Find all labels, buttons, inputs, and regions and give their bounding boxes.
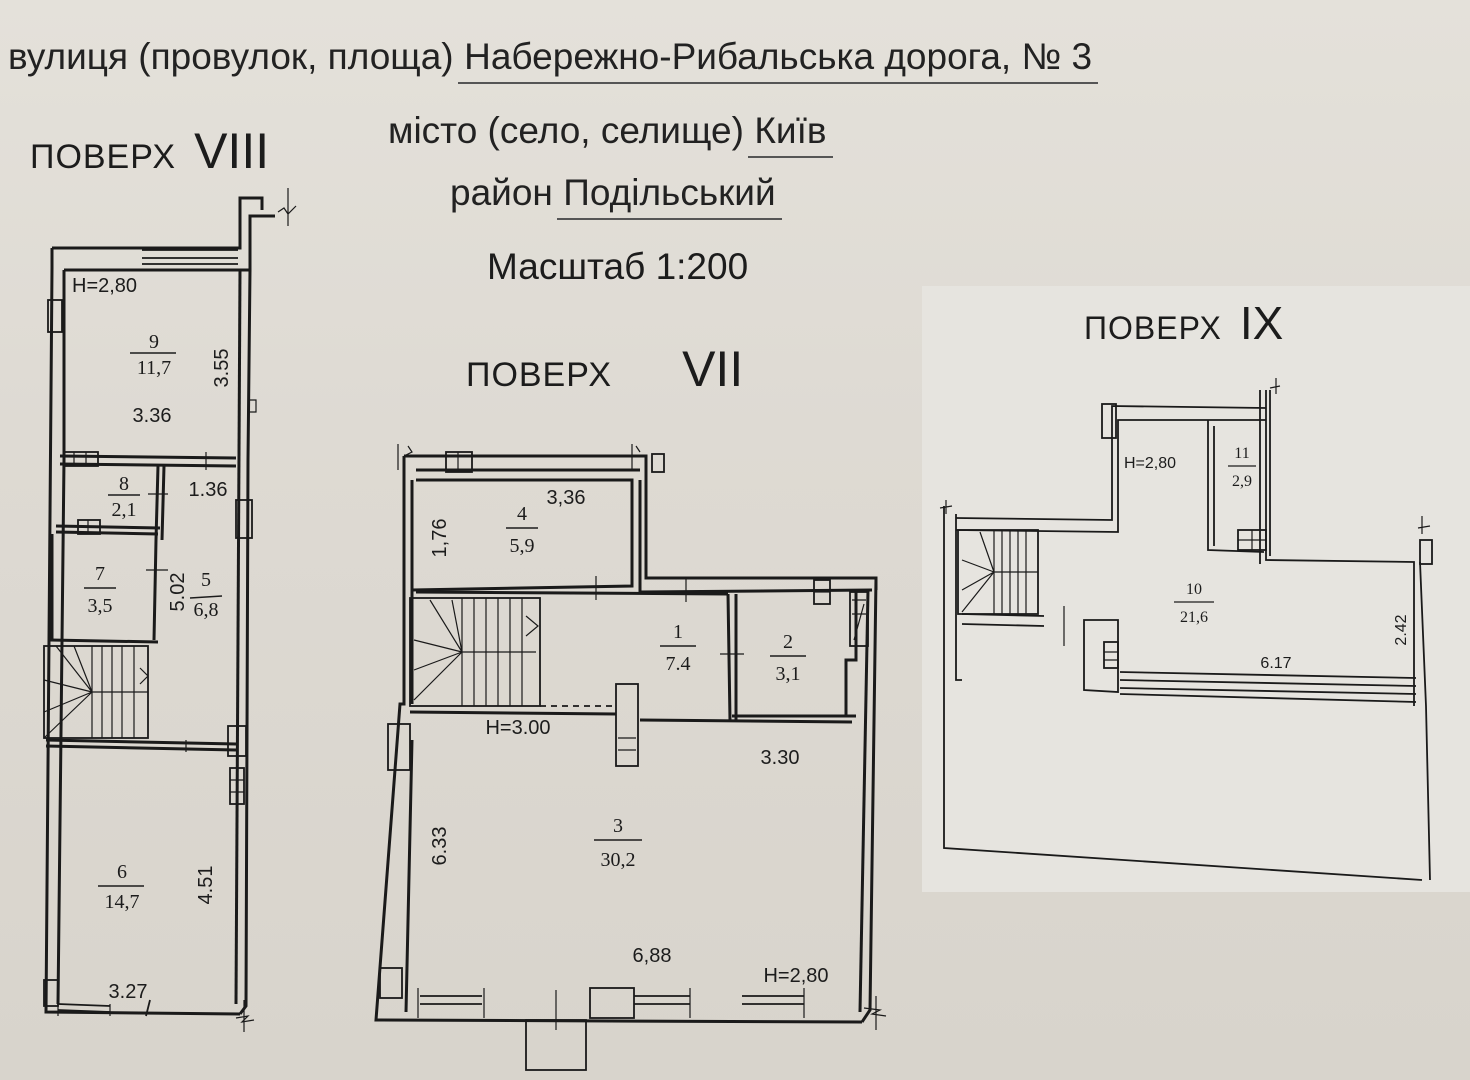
svg-text:10: 10 <box>1186 581 1202 598</box>
svg-text:14,7: 14,7 <box>105 891 140 913</box>
room-4-label: 4 5,9 <box>506 503 538 557</box>
svg-text:21,6: 21,6 <box>1180 609 1208 626</box>
floor-ix-title: ПОВЕРХ IX <box>1084 296 1283 350</box>
dimension-label: 6.17 <box>1260 655 1291 672</box>
svg-text:5,9: 5,9 <box>510 535 535 557</box>
floor-vii-height-lower: H=2,80 <box>763 965 828 987</box>
floor-viii-height: H=2,80 <box>72 275 137 297</box>
svg-text:3: 3 <box>613 815 623 837</box>
floor-ix-plan: H=2,80 11 2,9 10 21,6 2.42 6.17 <box>939 378 1433 881</box>
dimension-label: 2.42 <box>1393 614 1410 645</box>
floor-viii-plan: H=2,80 9 11,7 3.55 3.36 8 2,1 1.36 7 3,5… <box>43 188 297 1032</box>
city-value: Київ <box>748 110 833 158</box>
svg-text:5: 5 <box>201 569 211 591</box>
room-10-label: 10 21,6 <box>1174 581 1214 626</box>
svg-text:1: 1 <box>673 621 683 643</box>
staircase-icon <box>957 529 1039 615</box>
dimension-label: 3.30 <box>761 747 800 769</box>
room-7-label: 7 3,5 <box>84 563 116 617</box>
city-label: місто (село, селище) <box>388 110 744 151</box>
floor-numeral: IX <box>1239 297 1284 349</box>
room-11-label: 11 2,9 <box>1228 445 1256 490</box>
street-line: вулиця (провулок, площа) Набережно-Рибал… <box>8 36 1099 84</box>
staircase-icon <box>43 645 149 739</box>
floor-word: ПОВЕРХ <box>1084 310 1222 346</box>
street-value: Набережно-Рибальська дорога, № 3 <box>458 36 1099 84</box>
room-2-label: 2 3,1 <box>770 631 806 685</box>
room-3-label: 3 30,2 <box>594 815 642 871</box>
dimension-label: 5.02 <box>167 573 189 612</box>
dimension-label: 6,88 <box>633 945 672 967</box>
svg-text:2,1: 2,1 <box>112 499 137 521</box>
svg-text:2: 2 <box>783 631 793 653</box>
dimension-label: 1.36 <box>189 479 228 501</box>
svg-text:30,2: 30,2 <box>601 849 636 871</box>
floor-numeral: VIII <box>194 123 270 179</box>
svg-text:9: 9 <box>149 331 159 353</box>
room-9-label: 9 11,7 <box>130 331 176 379</box>
dimension-label: 3.55 <box>211 349 233 388</box>
room-6-label: 6 14,7 <box>98 861 144 913</box>
svg-text:7: 7 <box>95 563 105 585</box>
floor-word: ПОВЕРХ <box>466 356 613 394</box>
floor-word: ПОВЕРХ <box>30 138 177 176</box>
svg-text:7.4: 7.4 <box>666 653 691 675</box>
floor-numeral: VII <box>682 341 744 397</box>
dimension-label: 3.36 <box>133 405 172 427</box>
svg-text:3,5: 3,5 <box>88 595 113 617</box>
floor-ix-sheet <box>922 286 1470 892</box>
room-1-label: 1 7.4 <box>660 621 696 675</box>
floor-ix-height: H=2,80 <box>1124 455 1176 472</box>
dimension-label: 3,36 <box>547 487 586 509</box>
svg-text:8: 8 <box>119 473 129 495</box>
city-line: місто (село, селище) Київ <box>388 110 833 158</box>
scale-label: Масштаб 1:200 <box>487 246 749 287</box>
svg-text:4: 4 <box>517 503 527 525</box>
dimension-label: 6.33 <box>429 827 451 866</box>
dimension-label: 3.27 <box>109 981 148 1003</box>
room-5-label: 5 6,8 <box>189 569 223 621</box>
room-8-label: 8 2,1 <box>108 473 140 521</box>
district-line: район Подільський <box>450 172 782 220</box>
svg-text:6,8: 6,8 <box>194 599 219 621</box>
dimension-label: 4.51 <box>195 866 217 905</box>
floor-vii-title: ПОВЕРХ VII <box>466 340 743 398</box>
svg-text:6: 6 <box>117 861 127 883</box>
floor-vii-plan: 4 5,9 3,36 1,76 1 7.4 2 3,1 H=3.00 3.30 … <box>374 444 887 1071</box>
street-label: вулиця (провулок, площа) <box>8 36 454 77</box>
staircase-icon <box>409 597 541 707</box>
dimension-label: 1,76 <box>429 519 451 558</box>
svg-text:3,1: 3,1 <box>776 663 801 685</box>
svg-text:2,9: 2,9 <box>1232 473 1252 490</box>
svg-text:11,7: 11,7 <box>137 357 171 379</box>
district-label: район <box>450 172 553 213</box>
district-value: Подільський <box>557 172 782 220</box>
svg-text:11: 11 <box>1234 445 1249 462</box>
floor-vii-height-upper: H=3.00 <box>485 717 550 739</box>
floor-viii-title: ПОВЕРХ VIII <box>30 122 269 180</box>
